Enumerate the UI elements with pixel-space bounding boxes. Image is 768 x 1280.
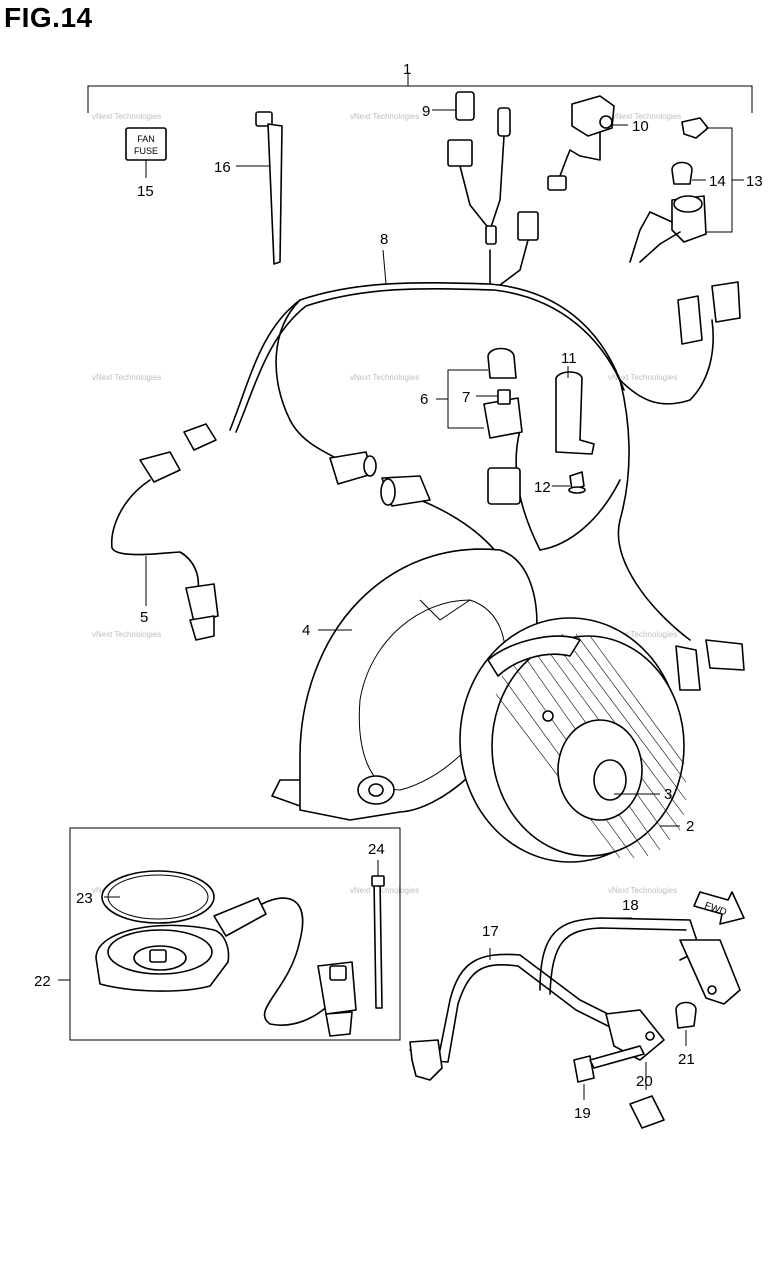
watermark-text: vNext Technologies <box>92 630 161 639</box>
watermark-text: vNext Technologies <box>350 373 419 382</box>
callout-11: 11 <box>561 350 577 367</box>
callouts: 1 2 3 4 5 6 7 8 9 10 11 12 13 14 15 16 1… <box>34 61 763 1122</box>
callout-23: 23 <box>76 890 93 907</box>
callout-14: 14 <box>709 173 726 190</box>
connectors <box>139 281 745 691</box>
watermark-text: vNext Technologies <box>608 630 677 639</box>
kit-bracket <box>87 72 753 113</box>
fuse-label-line2: FUSE <box>134 146 158 156</box>
fan-switch <box>547 95 628 191</box>
callout-8: 8 <box>380 231 388 248</box>
relay <box>436 347 523 439</box>
fan-fuse: FAN FUSE <box>125 127 167 178</box>
callout-21: 21 <box>678 1051 695 1068</box>
relay-bracket <box>552 366 595 494</box>
callout-3: 3 <box>664 786 672 803</box>
wiring-harness <box>229 249 714 721</box>
fuse-label-line1: FAN <box>137 134 155 144</box>
callout-19: 19 <box>574 1105 591 1122</box>
callout-2: 2 <box>686 818 694 835</box>
callout-24: 24 <box>368 841 385 858</box>
callout-7: 7 <box>462 389 470 406</box>
callout-10: 10 <box>632 118 649 135</box>
callout-20: 20 <box>636 1073 653 1090</box>
fwd-arrow: FWD <box>693 891 745 925</box>
watermark-text: vNext Technologies <box>612 112 681 121</box>
fuse-holder <box>432 91 539 286</box>
callout-4: 4 <box>302 622 310 639</box>
figure-title: FIG.14 <box>4 2 93 33</box>
callout-9: 9 <box>422 103 430 120</box>
thermo-switch <box>110 479 219 641</box>
inset-assembly <box>58 827 401 1041</box>
callout-17: 17 <box>482 923 499 940</box>
watermark-text: vNext Technologies <box>608 886 677 895</box>
fasteners <box>573 1001 697 1129</box>
watermark-text: vNext Technologies <box>608 373 677 382</box>
callout-12: 12 <box>534 479 551 496</box>
bulb-socket <box>629 117 744 263</box>
callout-13: 13 <box>746 173 763 190</box>
watermark-text: vNext Technologies <box>92 373 161 382</box>
callout-22: 22 <box>34 973 51 990</box>
callout-18: 18 <box>622 897 639 914</box>
callout-16: 16 <box>214 159 231 176</box>
callout-15: 15 <box>137 183 154 200</box>
watermark-text: vNext Technologies <box>350 886 419 895</box>
callout-5: 5 <box>140 609 148 626</box>
callout-1: 1 <box>403 61 411 78</box>
watermark-text: vNext Technologies <box>350 112 419 121</box>
cable-tie <box>236 111 283 265</box>
callout-6: 6 <box>420 391 428 408</box>
watermark-text: vNext Technologies <box>92 112 161 121</box>
frame-brackets <box>409 917 741 1081</box>
cooling-fan <box>459 617 687 863</box>
